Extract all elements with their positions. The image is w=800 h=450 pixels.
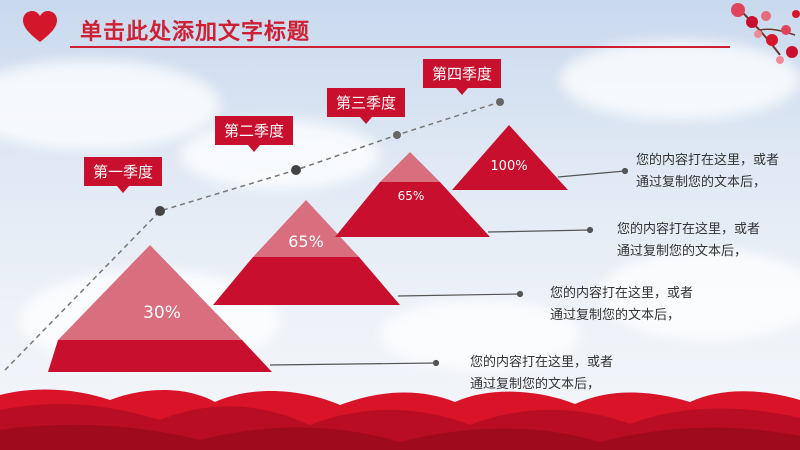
description-line: 通过复制您的文本后，: [617, 244, 748, 259]
description-line: 您的内容打在这里，或者: [636, 153, 780, 168]
percent-label: 65%: [398, 189, 425, 203]
step-description-1[interactable]: 您的内容打在这里，或者 通过复制您的文本后，: [470, 352, 613, 396]
pyramid-step-3: 65%: [335, 152, 490, 237]
cloud-decoration: [0, 60, 220, 150]
quarter-label-3[interactable]: 第三季度: [327, 88, 406, 124]
trend-dot: [291, 165, 301, 175]
cloud-decoration: [380, 300, 580, 370]
description-line: 您的内容打在这里，或者: [470, 355, 614, 370]
trend-dot: [496, 98, 504, 106]
step-description-3[interactable]: 您的内容打在这里，或者 通过复制您的文本后，: [617, 219, 760, 263]
trend-dot: [393, 131, 401, 139]
pyramid-step-2: 65%: [213, 200, 400, 305]
description-line: 通过复制您的文本后，: [470, 377, 601, 392]
percent-label: 100%: [490, 159, 527, 174]
pyramid-step-4: 100%: [452, 125, 568, 190]
percent-label: 30%: [143, 303, 181, 323]
quarter-label-4[interactable]: 第四季度: [423, 59, 502, 95]
connector-lines: [269, 167, 629, 367]
trend-dot: [155, 206, 165, 216]
percent-label: 65%: [288, 232, 324, 251]
heart-icon: [23, 11, 57, 42]
red-wave-decoration: [0, 389, 800, 450]
description-line: 通过复制您的文本后，: [636, 175, 767, 190]
cloud-decoration: [560, 40, 800, 120]
header: 单击此处添加文字标题: [0, 0, 800, 64]
description-line: 您的内容打在这里，或者: [550, 286, 694, 301]
cloud-decoration: [600, 250, 800, 340]
quarter-label-1[interactable]: 第一季度: [84, 157, 163, 193]
quarter-label-2[interactable]: 第二季度: [215, 116, 294, 152]
page-title[interactable]: 单击此处添加文字标题: [80, 20, 311, 45]
plum-blossom-decoration: [731, 3, 800, 64]
pyramid-step-1: 30%: [48, 245, 272, 372]
step-description-2[interactable]: 您的内容打在这里，或者 通过复制您的文本后，: [550, 283, 693, 327]
step-description-4[interactable]: 您的内容打在这里，或者 通过复制您的文本后，: [636, 150, 779, 194]
description-line: 通过复制您的文本后，: [550, 308, 681, 323]
header-divider: [70, 46, 730, 48]
description-line: 您的内容打在这里，或者: [617, 222, 761, 237]
